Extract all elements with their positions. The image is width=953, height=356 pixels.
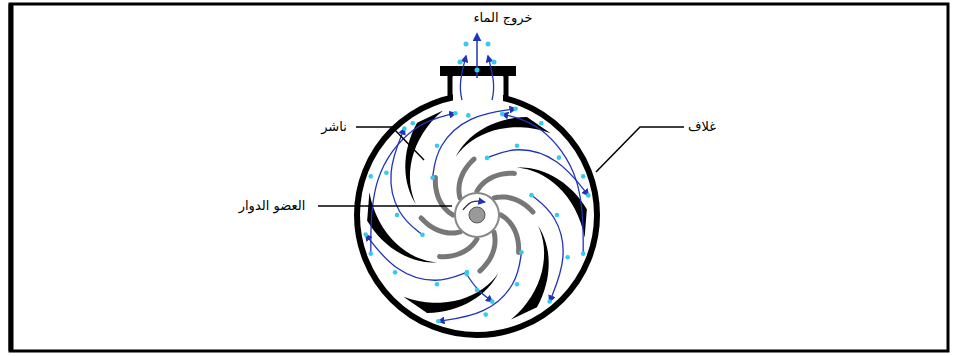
part-label: غلاف — [688, 119, 716, 135]
water-dot — [395, 213, 400, 218]
water-dot — [384, 170, 389, 175]
water-dot — [492, 60, 497, 65]
water-dots — [458, 42, 497, 73]
water-dot — [436, 319, 441, 324]
water-dot — [466, 113, 471, 118]
water-dot — [547, 299, 552, 304]
impeller — [421, 159, 533, 271]
impeller-hub — [455, 193, 499, 237]
flow-arrow — [532, 195, 564, 301]
flow-arrow — [502, 114, 583, 254]
water-dot — [435, 143, 440, 148]
impeller-blade — [501, 215, 519, 252]
impeller-blade — [480, 232, 495, 271]
water-dot — [529, 193, 534, 198]
water-dot — [369, 251, 374, 256]
flow-arrow — [467, 274, 493, 302]
water-dot — [515, 282, 520, 287]
diffuser-vane — [367, 192, 437, 262]
water-dot — [485, 156, 490, 161]
diffuser-vane — [456, 117, 551, 157]
water-flow — [363, 107, 590, 324]
water-dot — [475, 68, 480, 73]
water-dot — [453, 111, 458, 116]
impeller-blade — [494, 197, 533, 212]
flow-arrow — [433, 109, 516, 178]
water-dot — [490, 299, 495, 304]
water-dot — [363, 232, 368, 237]
frame-edge — [9, 4, 14, 351]
flow-arrow — [391, 128, 423, 234]
rotation-arrow — [463, 201, 485, 210]
water-dot — [586, 193, 591, 198]
water-dot — [557, 155, 562, 160]
leader-line — [356, 127, 424, 160]
water-dot — [369, 174, 374, 179]
impeller-blade — [459, 159, 474, 198]
water-dot — [515, 143, 520, 148]
water-dot — [475, 288, 480, 293]
diffuser-vane — [403, 273, 498, 313]
flow-arrow — [366, 235, 467, 281]
leader-line — [596, 127, 684, 172]
shaft — [469, 207, 485, 223]
water-dot — [539, 121, 544, 126]
water-dot — [486, 42, 491, 47]
impeller-blade — [440, 239, 477, 257]
water-dot — [519, 250, 524, 255]
diffuser-vane — [517, 167, 587, 237]
impeller-blade — [421, 218, 460, 233]
water-dot — [430, 175, 435, 180]
diffuser-vanes — [367, 110, 587, 319]
flow-arrow — [371, 113, 456, 253]
water-dot — [402, 126, 407, 131]
water-dot — [420, 233, 425, 238]
water-dot — [393, 270, 398, 275]
water-dot — [435, 282, 440, 287]
water-dot — [513, 107, 518, 112]
flow-arrow — [438, 252, 521, 321]
water-dot — [483, 312, 488, 317]
water-dot — [581, 251, 586, 256]
impeller-blade — [435, 178, 453, 215]
impeller-blade — [477, 173, 514, 191]
water-dot — [410, 121, 415, 126]
water-dot — [555, 213, 560, 218]
water-dot — [581, 174, 586, 179]
water-dot — [458, 60, 463, 65]
casing — [357, 95, 597, 335]
water-dot — [464, 42, 469, 47]
part-label: العضو الدوار — [239, 198, 306, 214]
water-dot — [500, 112, 505, 117]
outlet-label: خروج الماء — [473, 10, 532, 26]
water-dot — [464, 272, 469, 277]
leader-line — [318, 205, 452, 207]
part-label: ناشر — [321, 119, 347, 135]
water-dot — [565, 255, 570, 260]
frame — [10, 4, 948, 351]
